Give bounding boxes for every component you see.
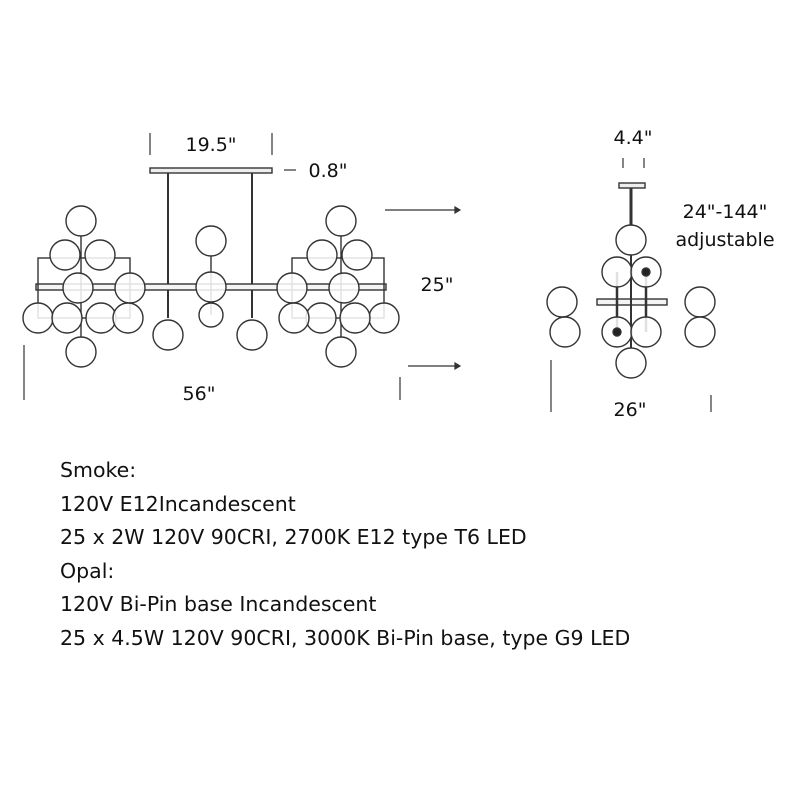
socket-dot — [612, 327, 622, 337]
glass-globe — [49, 239, 81, 271]
dim-side-canopy-width: 4.4" — [613, 127, 653, 149]
glass-globe — [195, 271, 227, 303]
glass-globe — [65, 336, 97, 368]
front-view-drawing — [22, 167, 400, 368]
glass-globe — [306, 239, 338, 271]
spec-list: Smoke: 120V E12Incandescent 25 x 2W 120V… — [60, 454, 630, 655]
side-canopy — [618, 182, 646, 189]
glass-globe — [305, 302, 337, 334]
glass-globe — [114, 272, 146, 304]
glass-globe — [328, 272, 360, 304]
glass-globe — [546, 286, 578, 318]
spec-line: Smoke: — [60, 458, 137, 482]
glass-globe — [630, 316, 662, 348]
socket-dot — [641, 267, 651, 277]
glass-globe — [236, 319, 268, 351]
glass-globe — [615, 347, 647, 379]
glass-globe — [152, 319, 184, 351]
glass-globe — [549, 316, 581, 348]
glass-globe — [62, 272, 94, 304]
glass-globe — [368, 302, 400, 334]
dim-drop-note: adjustable — [675, 229, 775, 251]
spec-line: 25 x 4.5W 120V 90CRI, 3000K Bi-Pin base,… — [60, 625, 631, 650]
dim-height: 25" — [420, 274, 454, 296]
glass-globe — [278, 302, 310, 334]
dim-canopy-width: 19.5" — [185, 134, 237, 156]
spec-line: 120V Bi-Pin base Incandescent — [60, 592, 377, 616]
glass-globe — [325, 205, 357, 237]
glass-globe — [341, 239, 373, 271]
dimension-lines — [23, 133, 712, 412]
side-view-drawing — [546, 182, 716, 379]
glass-globe — [339, 302, 371, 334]
dim-drop-range: 24"-144" — [682, 201, 768, 223]
glass-globe — [684, 316, 716, 348]
glass-globe — [112, 302, 144, 334]
spec-line: 120V E12Incandescent — [60, 491, 296, 516]
glass-globe — [85, 302, 117, 334]
glass-globe — [615, 224, 647, 256]
glass-globe — [276, 272, 308, 304]
dim-side-width: 26" — [613, 399, 647, 421]
glass-globe — [22, 302, 54, 334]
spec-line: Opal: — [60, 558, 115, 583]
glass-globe — [325, 336, 357, 368]
spec-line: 25 x 2W 120V 90CRI, 2700K E12 type T6 LE… — [60, 525, 527, 549]
glass-globe — [84, 239, 116, 271]
glass-globe — [65, 205, 97, 237]
glass-globe — [51, 302, 83, 334]
glass-globe — [195, 225, 227, 257]
glass-globe — [684, 286, 716, 318]
front-canopy — [149, 167, 273, 174]
dim-width: 56" — [182, 383, 216, 405]
glass-globe — [601, 256, 633, 288]
dim-canopy-height: 0.8" — [308, 160, 348, 182]
glass-globe — [198, 302, 224, 328]
